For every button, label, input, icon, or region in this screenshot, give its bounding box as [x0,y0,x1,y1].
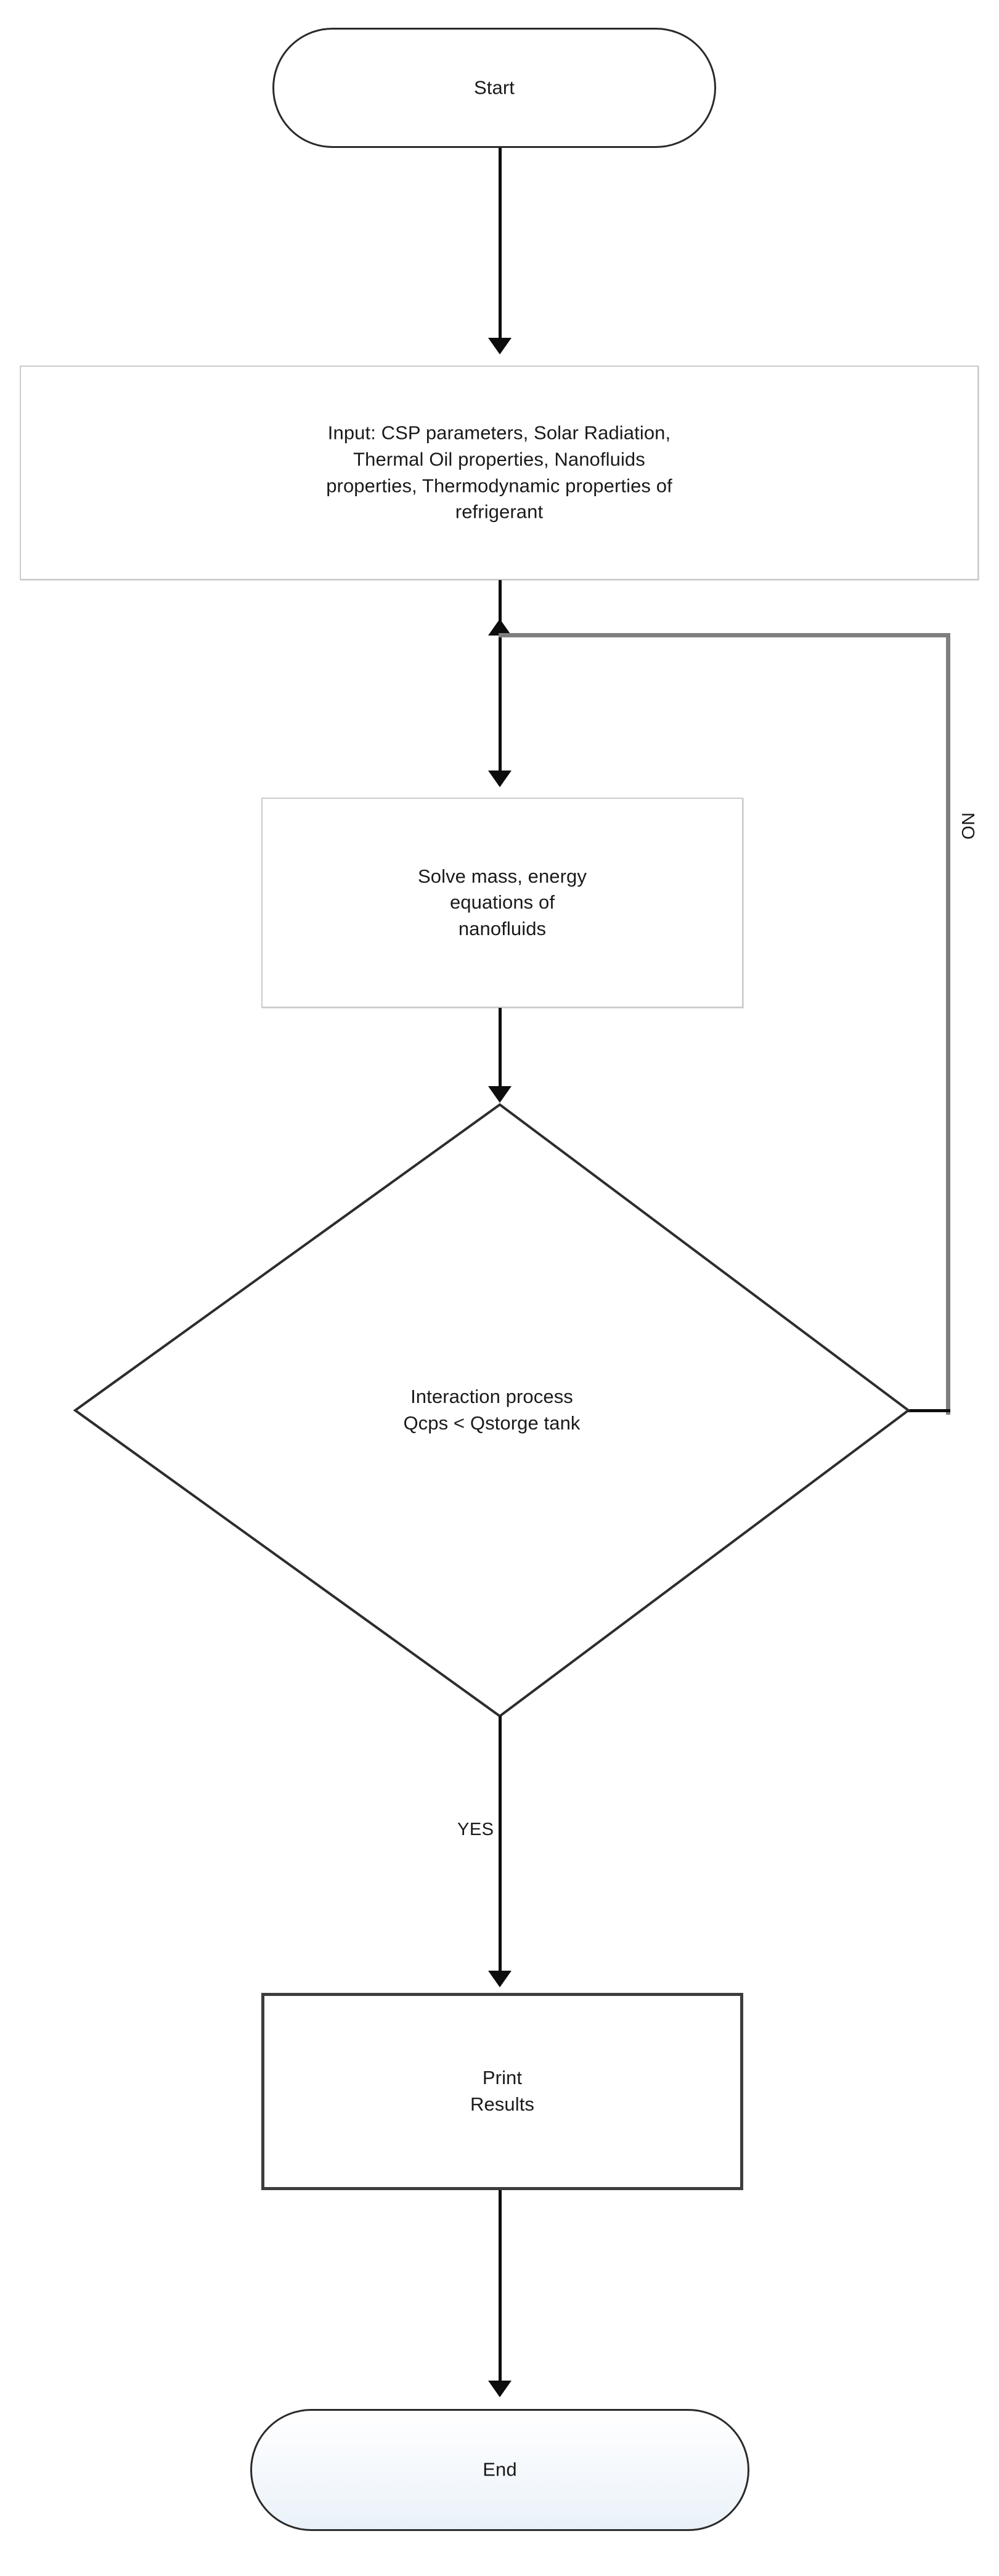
edge-input-to-solve-arrow [488,771,512,787]
edge-no-diamond-stub [903,1409,950,1412]
edge-solve-to-decision-arrow [488,1086,512,1103]
edge-solve-to-decision-line [499,1008,502,1097]
edge-start-to-input-line [499,148,502,344]
node-start-label: Start [474,76,515,99]
edge-input-to-solve-line [499,580,502,783]
node-decision[interactable]: Interaction process Qcps < Qstorge tank [73,1102,911,1719]
edge-yes-arrow [488,1971,512,1987]
edge-no-vertical [946,633,950,1415]
node-input-label: Input: CSP parameters, Solar Radiation, … [326,422,672,523]
node-end[interactable]: End [250,2409,749,2531]
edge-no-label: NO [958,812,977,840]
node-start[interactable]: Start [272,28,716,148]
node-end-label: End [483,2458,517,2480]
edge-no-horizontal [499,633,950,637]
edge-start-to-input-arrow [488,338,512,354]
edge-print-to-end-line [499,2190,502,2392]
edge-print-to-end-arrow [488,2381,512,2397]
node-print-label: Print Results [470,2067,535,2115]
node-print[interactable]: Print Results [261,1993,743,2190]
node-decision-label: Interaction process Qcps < Qstorge tank [403,1386,581,1434]
node-input[interactable]: Input: CSP parameters, Solar Radiation, … [20,366,979,580]
edge-yes-label: YES [457,1820,494,1839]
edge-yes-line [499,1716,502,1981]
node-solve-label: Solve mass, energy equations of nanoflui… [417,865,587,939]
node-solve[interactable]: Solve mass, energy equations of nanoflui… [261,798,743,1008]
